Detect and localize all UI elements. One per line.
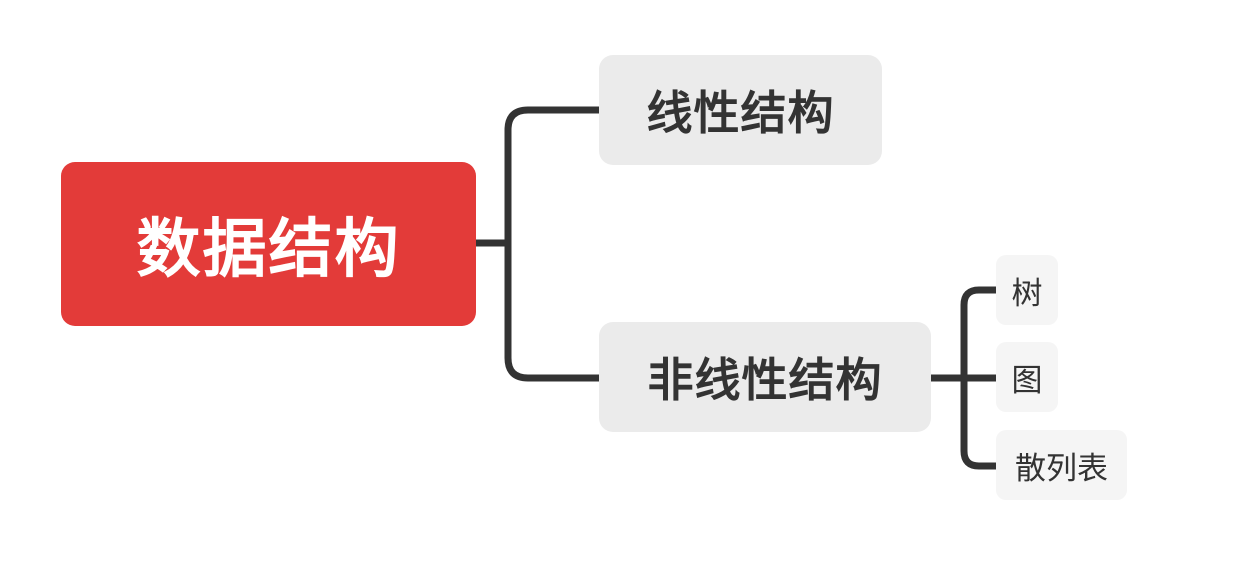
leaf-node-hash-table[interactable]: 散列表 xyxy=(996,430,1127,500)
branch-node-nonlinear-structure[interactable]: 非线性结构 xyxy=(599,322,931,432)
connector-nonlinear-to-hash xyxy=(960,378,996,470)
leaf-node-graph[interactable]: 图 xyxy=(996,342,1058,412)
branch-node-linear-structure[interactable]: 线性结构 xyxy=(599,55,882,165)
root-node-data-structure[interactable]: 数据结构 xyxy=(61,162,476,326)
connector-root-to-nonlinear xyxy=(504,243,599,382)
connector-root-to-linear xyxy=(476,106,599,247)
connector-nonlinear-to-tree xyxy=(931,286,996,382)
leaf-node-tree[interactable]: 树 xyxy=(996,255,1058,325)
